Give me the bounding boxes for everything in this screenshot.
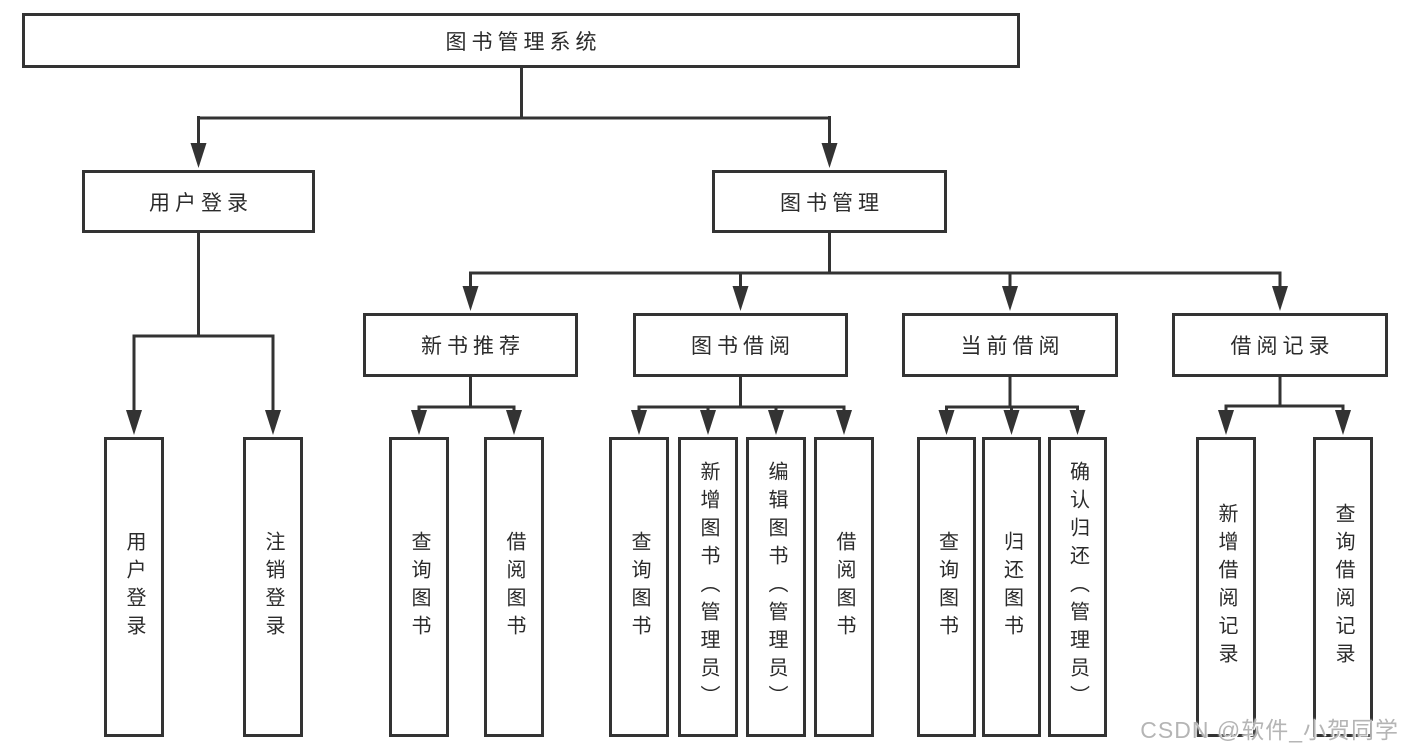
leaf-borrow-query-books: 查询图书 — [609, 437, 669, 737]
node-current-borrow: 当前借阅 — [902, 313, 1118, 377]
arrowhead — [631, 410, 647, 435]
leaf-borrow-edit-books-admin: 编辑图书（管理员） — [746, 437, 806, 737]
connector-lines — [945, 374, 1079, 415]
leaf-recommend-borrow-books: 借阅图书 — [484, 437, 544, 737]
arrowhead — [190, 143, 207, 168]
arrowhead — [1218, 410, 1234, 435]
node-book-borrow: 图书借阅 — [633, 313, 848, 377]
connector-lines — [469, 230, 1282, 291]
leaf-records-query-record: 查询借阅记录 — [1313, 437, 1373, 737]
arrowhead — [768, 410, 784, 435]
leaf-current-confirm-return-admin: 确认归还（管理员） — [1048, 437, 1107, 737]
connector-lines — [417, 374, 516, 415]
arrowhead — [836, 410, 852, 435]
arrowhead — [821, 143, 838, 168]
connector-lines — [637, 374, 846, 415]
arrowhead — [732, 286, 749, 311]
leaf-current-query-books: 查询图书 — [917, 437, 976, 737]
arrowhead — [506, 410, 522, 435]
arrowhead — [938, 410, 955, 435]
node-user-login-group: 用户登录 — [82, 170, 315, 233]
arrowhead — [700, 410, 716, 435]
arrowhead — [1272, 286, 1288, 311]
arrowhead — [1002, 286, 1018, 311]
leaf-borrow-add-books-admin: 新增图书（管理员） — [678, 437, 738, 737]
arrowhead — [1335, 410, 1351, 435]
leaf-recommend-query-books: 查询图书 — [389, 437, 449, 737]
node-new-book-recommend: 新书推荐 — [363, 313, 578, 377]
leaf-logout: 注销登录 — [243, 437, 303, 737]
arrowhead — [411, 410, 427, 435]
connector-lines — [197, 65, 831, 150]
connector-lines — [1224, 374, 1345, 415]
arrowhead — [1003, 410, 1020, 435]
connector-lines — [132, 230, 275, 415]
arrowhead — [1069, 410, 1086, 435]
node-root-system: 图书管理系统 — [22, 13, 1020, 68]
watermark: CSDN @软件_小贺同学 — [1140, 717, 1399, 743]
leaf-current-return-books: 归还图书 — [982, 437, 1041, 737]
leaf-borrow-borrow-books: 借阅图书 — [814, 437, 874, 737]
arrowhead — [265, 410, 281, 435]
leaf-user-login: 用户登录 — [104, 437, 164, 737]
arrowhead — [462, 286, 479, 311]
leaf-records-add-record: 新增借阅记录 — [1196, 437, 1256, 737]
node-borrow-records: 借阅记录 — [1172, 313, 1388, 377]
arrowhead — [126, 410, 142, 435]
node-book-management-group: 图书管理 — [712, 170, 947, 233]
